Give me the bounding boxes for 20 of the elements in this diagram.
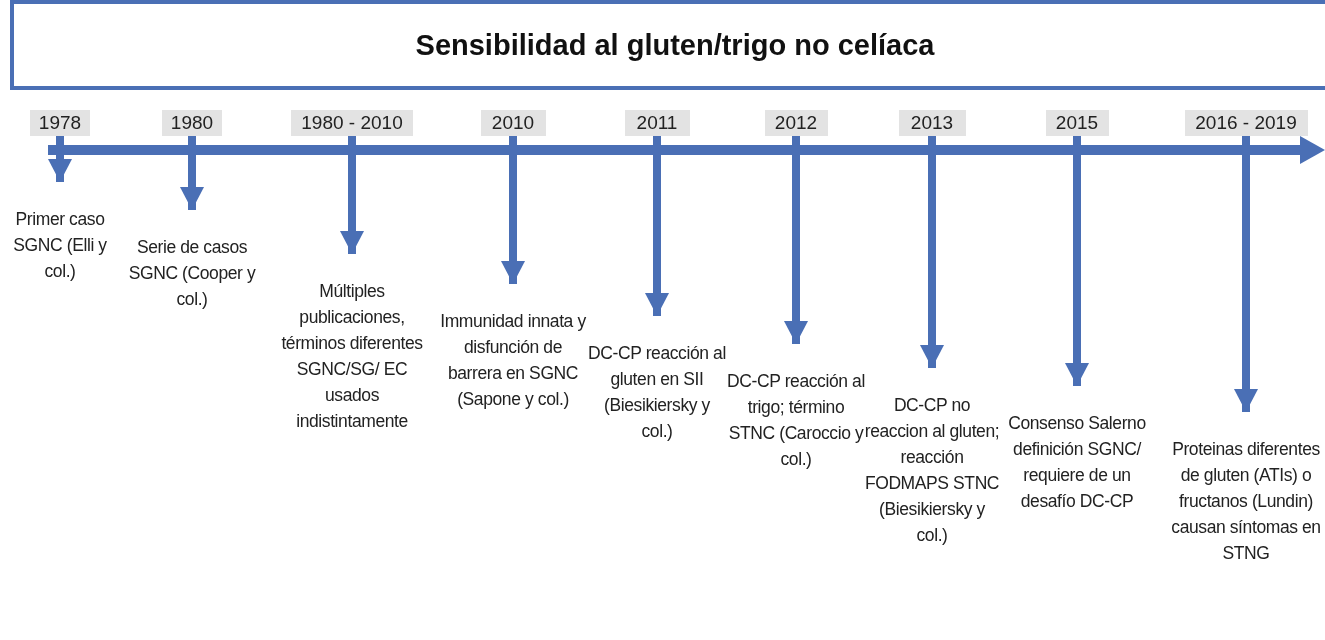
- year-tag: 2011: [624, 110, 690, 136]
- year-tag: 2013: [898, 110, 966, 136]
- event-description: Proteinas diferentes de gluten (ATIs) o fructanos (Lundin) causan síntomas en STNG: [1168, 436, 1324, 566]
- year-tag: 2015: [1045, 110, 1109, 136]
- year-tag: 1978: [30, 110, 90, 136]
- year-tag: 1980 - 2010: [291, 110, 413, 136]
- event-description: Immunidad innata y disfunción de barrera en SGNC (Sapone y col.): [438, 308, 588, 412]
- event-description: DC-CP reacción al gluten en SII (Biesikiersky y col.): [587, 340, 727, 444]
- year-tag: 1980: [162, 110, 222, 136]
- year-tag: 2016 - 2019: [1184, 110, 1308, 136]
- year-tag: 2010: [480, 110, 546, 136]
- year-tag: 2012: [764, 110, 828, 136]
- arrow: [48, 136, 72, 182]
- title-banner: [10, 0, 1325, 90]
- event-description: Consenso Salerno definición SGNC/ requiere de un desafío DC-CP: [1007, 410, 1147, 514]
- event-description: Primer caso SGNC (Elli y col.): [0, 206, 120, 284]
- event-description: Serie de casos SGNC (Cooper y col.): [127, 234, 257, 312]
- event-description: DC-CP reacción al trigo; término STNC (Caroccio y col.): [726, 368, 866, 472]
- event-description: Múltiples publicaciones, términos diferentes SGNC/SG/ EC usados indistintamente: [277, 278, 427, 434]
- title-text: Sensibilidad al gluten/trigo no celíaca: [415, 28, 935, 62]
